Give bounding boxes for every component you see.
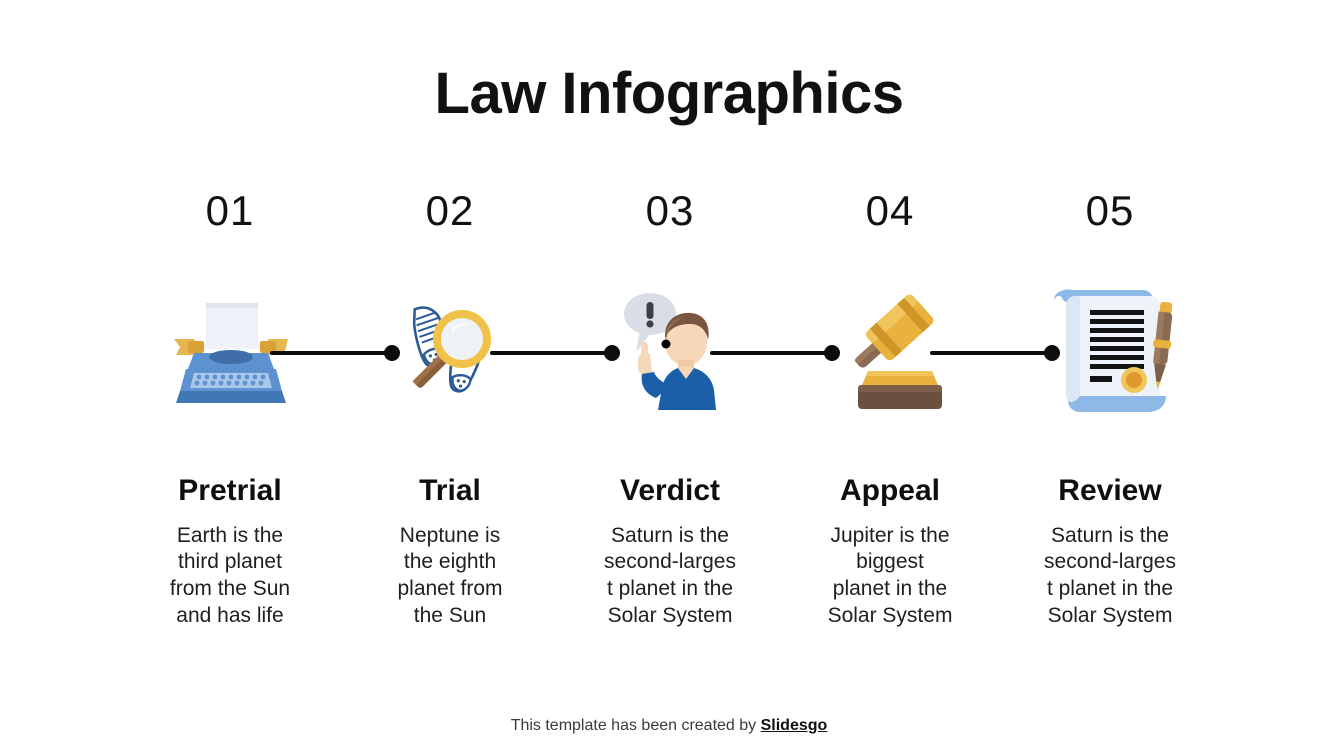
step-number: 04 [865, 187, 915, 234]
typewriter-icon [155, 286, 305, 416]
gavel-icon [815, 286, 965, 416]
step-heading: Trial [419, 474, 481, 507]
step-number: 01 [205, 187, 255, 234]
step-number: 05 [1085, 187, 1135, 234]
step-number: 03 [645, 187, 695, 234]
slidesgo-link[interactable]: Slidesgo [760, 717, 828, 734]
step-body: Saturn is the second-larges t planet in … [1044, 523, 1176, 628]
step-heading: Pretrial [178, 474, 282, 507]
step-body: Neptune is the eighth planet from the Su… [397, 523, 503, 628]
step-heading: Appeal [839, 474, 941, 507]
timeline-step-4[interactable]: 04 [780, 187, 1060, 630]
timeline-step-5[interactable]: 05 [1000, 190, 1220, 630]
step-body: Saturn is the second-larges t planet in … [604, 523, 736, 628]
footer-prefix: This template has been created by [510, 717, 761, 734]
timeline-step-1[interactable]: 01 [120, 187, 400, 630]
step-body: Jupiter is the biggest planet in the Sol… [827, 523, 953, 628]
step-heading: Verdict [619, 474, 721, 507]
person-speaking-icon [595, 286, 745, 416]
timeline: 01 [120, 190, 1220, 630]
step-body: Earth is the third planet from the Sun a… [169, 523, 291, 628]
timeline-step-2[interactable]: 02 [340, 187, 620, 630]
timeline-step-3[interactable]: 03 [560, 187, 840, 630]
step-heading: Review [1058, 474, 1162, 507]
magnifying-glass-footprints-icon [375, 286, 525, 416]
page-title: Law Infographics [434, 61, 904, 126]
step-number: 02 [425, 187, 475, 234]
footer-credit: This template has been created by Slides… [0, 717, 1338, 735]
scroll-pen-icon [1035, 286, 1185, 416]
